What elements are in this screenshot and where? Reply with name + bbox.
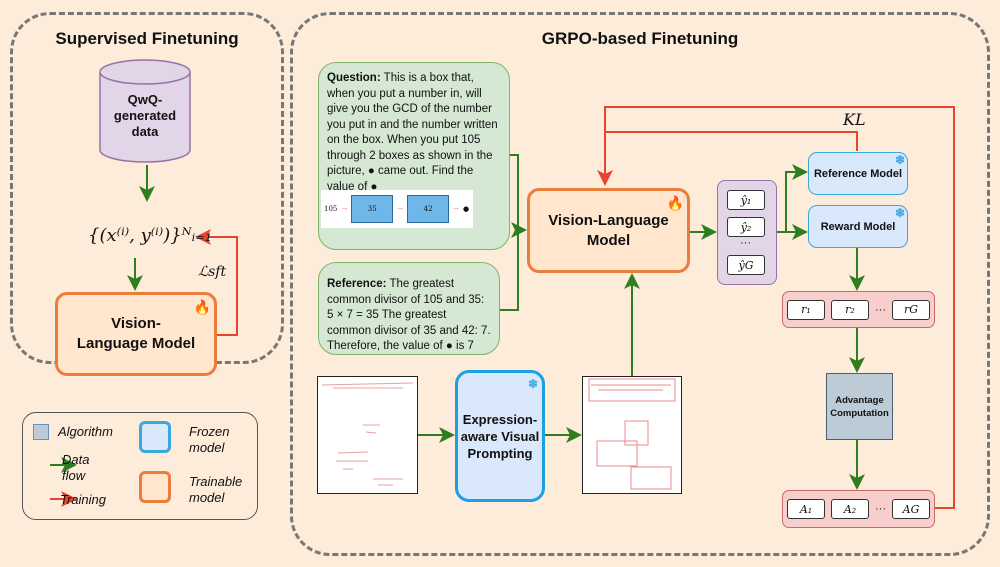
- advantage-computation-box: Advantage Computation: [826, 373, 893, 440]
- reference-box: Reference: The greatest common divisor o…: [318, 262, 500, 355]
- legend-algorithm: Algorithm: [58, 424, 113, 439]
- legend-trainable: Trainable model: [189, 474, 243, 505]
- handwritten-image-prompted: [582, 376, 682, 494]
- advantages-group: A₁ A₂ ··· AG: [782, 490, 935, 528]
- reference-model-box: Reference Model ❄: [808, 152, 908, 195]
- output-1: ŷ₁: [727, 190, 765, 210]
- handwritten-image-input: [317, 376, 418, 494]
- legend-frozen: Frozen model: [189, 424, 230, 455]
- advantage-2: A₂: [831, 499, 869, 519]
- evp-box: Expression-aware Visual Prompting ❄: [455, 370, 545, 502]
- kl-line: [605, 131, 858, 151]
- sft-training-arrow: [195, 229, 238, 336]
- frozen-swatch: [139, 421, 171, 453]
- dataset-label: QwQ-generated data: [113, 92, 177, 139]
- question-box: Question: This is a box that, when you p…: [318, 62, 510, 250]
- fire-icon: 🔥: [193, 299, 211, 315]
- outputs-group: ŷ₁ ŷ₂ ··· ŷG: [717, 180, 777, 285]
- output-ellipsis: ···: [740, 237, 751, 249]
- snowflake-icon: ❄: [527, 377, 538, 391]
- reference-heading: Reference:: [327, 278, 387, 290]
- sft-loss-label: ℒsft: [198, 264, 227, 280]
- algorithm-swatch: [33, 424, 49, 440]
- grpo-panel: [290, 12, 990, 556]
- rewards-group: r₁ r₂ ··· rG: [782, 291, 935, 328]
- advantage-1: A₁: [787, 499, 825, 519]
- question-text: This is a box that, when you put a numbe…: [327, 72, 498, 193]
- reward-1: r₁: [787, 299, 825, 320]
- figure-input: 105: [324, 205, 338, 213]
- sft-vlm-box: Vision-Language Model 🔥: [55, 292, 217, 376]
- reward-2: r₂: [831, 299, 869, 320]
- advantage-g: AG: [892, 499, 930, 519]
- legend: [22, 412, 258, 520]
- grpo-title: GRPO-based Finetuning: [541, 29, 739, 48]
- kl-label: KL: [843, 110, 866, 129]
- legend-data-flow: Data flow: [62, 452, 90, 483]
- dataset-formula: {(x⁽ⁱ⁾, y⁽ⁱ⁾)}ᴺᵢ₌₁: [88, 225, 212, 246]
- advantage-label: Advantage Computation: [830, 394, 889, 419]
- reward-model-box: Reward Model ❄: [808, 205, 908, 248]
- reward-g: rG: [892, 299, 930, 320]
- figure-box-2: 42: [407, 195, 450, 223]
- question-heading: Question:: [327, 72, 381, 84]
- legend-training: Training: [60, 492, 107, 507]
- reward-model-label: Reward Model: [820, 220, 896, 233]
- snowflake-icon: ❄: [894, 206, 905, 220]
- output-g: ŷG: [727, 255, 765, 275]
- output-2: ŷ₂: [727, 217, 765, 237]
- figure-box-1: 35: [351, 195, 394, 223]
- advantage-ellipsis: ···: [875, 503, 886, 515]
- sft-title: Supervised Finetuning: [55, 29, 239, 48]
- fire-icon: 🔥: [666, 195, 684, 211]
- reference-text: The greatest common divisor of 105 and 3…: [327, 278, 491, 352]
- snowflake-icon: ❄: [894, 153, 905, 167]
- trainable-swatch: [139, 471, 171, 503]
- database-cylinder-icon: [99, 59, 191, 163]
- grpo-vlm-label: Vision-Language Model: [548, 211, 669, 249]
- reference-model-label: Reference Model: [813, 167, 903, 180]
- reward-ellipsis: ···: [875, 303, 886, 316]
- grpo-vlm-box: Vision-Language Model 🔥: [527, 188, 690, 273]
- evp-label: Expression-aware Visual Prompting: [460, 411, 540, 461]
- question-to-vlm-arrow: [510, 154, 527, 238]
- gcd-box-figure: 105 → 35 → 42 →●: [321, 190, 473, 228]
- sft-vlm-label: Vision-Language Model: [76, 315, 196, 352]
- outputs-to-reference-arrow: [777, 164, 808, 233]
